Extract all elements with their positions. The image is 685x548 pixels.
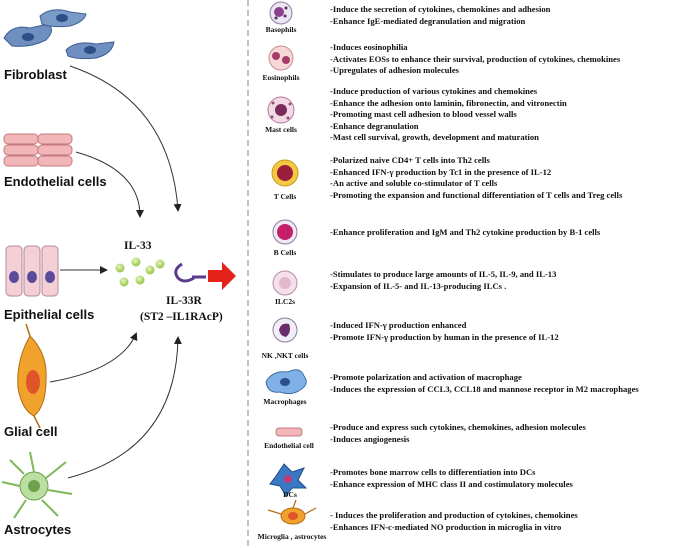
effects-macro: -Promote polarization and activation of … xyxy=(330,372,639,395)
effect-line: -Upregulates of adhesion molecules xyxy=(330,65,459,76)
effects-mast: -Induce production of various cytokines … xyxy=(330,86,567,144)
effect-line: -Promote IFN-γ production by human in th… xyxy=(330,331,559,342)
effect-line: -Enhanced IFN-γ production by Tc1 in the… xyxy=(330,166,552,177)
endothelial-image xyxy=(3,133,73,167)
source-label-endothelial: Endothelial cells xyxy=(4,174,107,189)
effect-line: -An active and soluble co-stimulator of … xyxy=(330,178,498,189)
effect-line: -Polarized naive CD4+ T cells into Th2 c… xyxy=(330,155,490,165)
effect-line: - Induces the proliferation and producti… xyxy=(330,510,578,520)
effect-line: -Enhance proliferation and IgM and Th2 c… xyxy=(330,227,601,237)
macrophage-icon xyxy=(265,369,307,395)
dc-icon xyxy=(269,463,308,497)
effect-line: -Mast cell survival, growth, development… xyxy=(330,132,539,143)
effect-line: -Enhance IgE-mediated degranulation and … xyxy=(330,15,526,26)
target-label-endo: Endothelial cell xyxy=(264,441,314,450)
effects-dcs: -Promotes bone marrow cells to different… xyxy=(330,467,573,490)
effect-line: -Enhance expression of MHC class II and … xyxy=(330,478,573,489)
target-label-ilc2: ILC2s xyxy=(275,297,295,306)
ilc2-icon xyxy=(272,270,298,296)
effect-line: -Induce the secretion of cytokines, chem… xyxy=(330,4,551,14)
arrow-astrocytes xyxy=(67,336,182,479)
t-cell-icon xyxy=(271,159,299,187)
nk-cell-icon xyxy=(272,317,298,343)
target-label-bcells: B Cells xyxy=(274,248,297,257)
target-label-basophils: Basophils xyxy=(266,25,297,34)
effects-microglia: - Induces the proliferation and producti… xyxy=(330,510,578,533)
microglia-icon xyxy=(267,499,317,525)
effect-line: -Promote polarization and activation of … xyxy=(330,372,522,382)
effects-nk: -Induced IFN-γ production enhanced -Prom… xyxy=(330,320,559,343)
glial-cell-image xyxy=(17,323,47,429)
effect-line: -Promoting mast cell adhesion to blood v… xyxy=(330,109,517,120)
b-cell-icon xyxy=(272,219,298,245)
effects-endo: -Produce and express such cytokines, che… xyxy=(330,422,586,445)
fibroblast-image xyxy=(3,9,115,60)
effects-ilc2: -Stimulates to produce large amounts of … xyxy=(330,269,556,292)
target-label-nk: NK ,NKT cells xyxy=(262,351,309,360)
source-label-glial: Glial cell xyxy=(4,424,57,439)
target-label-mast: Mast cells xyxy=(265,125,297,134)
effects-basophils: -Induce the secretion of cytokines, chem… xyxy=(330,4,550,27)
arrow-glial xyxy=(49,332,138,383)
il33-label: IL-33 xyxy=(124,240,152,252)
effect-line: -Induces eosinophilia xyxy=(330,42,408,52)
astrocytes-image xyxy=(1,451,73,519)
mast-cell-icon xyxy=(267,96,295,124)
effect-line: -Induces the expression of CCL3, CCL18 a… xyxy=(330,383,639,394)
effect-line: -Enhances IFN-c-mediated NO production i… xyxy=(330,521,562,532)
effect-line: -Induce production of various cytokines … xyxy=(330,86,538,96)
eosinophil-icon xyxy=(268,45,294,71)
red-arrow-icon xyxy=(208,262,236,290)
effect-line: -Induced IFN-γ production enhanced xyxy=(330,320,467,330)
effect-line: -Produce and express such cytokines, che… xyxy=(330,422,586,432)
arrow-endothelial xyxy=(75,151,144,218)
arrow-fibroblast xyxy=(69,65,182,212)
effect-line: -Expansion of IL-5- and IL-13-producing … xyxy=(330,280,507,291)
effect-line: -Promotes bone marrow cells to different… xyxy=(330,467,536,477)
target-label-dcs: DCs xyxy=(283,490,297,499)
effects-bcells: -Enhance proliferation and IgM and Th2 c… xyxy=(330,227,600,239)
effects-tcells: -Polarized naive CD4+ T cells into Th2 c… xyxy=(330,155,622,201)
epithelial-image xyxy=(5,245,59,297)
effect-line: -Enhance degranulation xyxy=(330,120,419,131)
effect-line: -Stimulates to produce large amounts of … xyxy=(330,269,557,279)
receptor-label: IL-33R xyxy=(166,295,202,307)
il33-molecules xyxy=(115,257,165,287)
effect-line: -Activates EOSs to enhance their surviva… xyxy=(330,53,621,64)
effect-line: -Induces angiogenesis xyxy=(330,433,410,444)
target-label-macro: Macrophages xyxy=(263,397,306,406)
receptor-complex-label: (ST2 –IL1RAcP) xyxy=(140,311,223,323)
source-label-fibroblast: Fibroblast xyxy=(4,67,68,82)
target-label-tcells: T Cells xyxy=(274,192,297,201)
target-label-microglia: Microglia , astrocytes xyxy=(258,532,327,541)
target-label-eosinophils: Eosinophils xyxy=(262,73,299,82)
effect-line: -Enhance the adhesion onto laminin, fibr… xyxy=(330,97,567,108)
receptor-icon xyxy=(174,262,206,283)
basophil-icon xyxy=(269,1,293,25)
source-label-astrocytes: Astrocytes xyxy=(4,522,71,537)
effects-eosinophils: -Induces eosinophilia -Activates EOSs to… xyxy=(330,42,620,77)
endothelial-target-icon xyxy=(275,427,303,437)
source-label-epithelial: Epithelial cells xyxy=(4,307,94,322)
effect-line: -Promoting the expansion and functional … xyxy=(330,189,623,200)
